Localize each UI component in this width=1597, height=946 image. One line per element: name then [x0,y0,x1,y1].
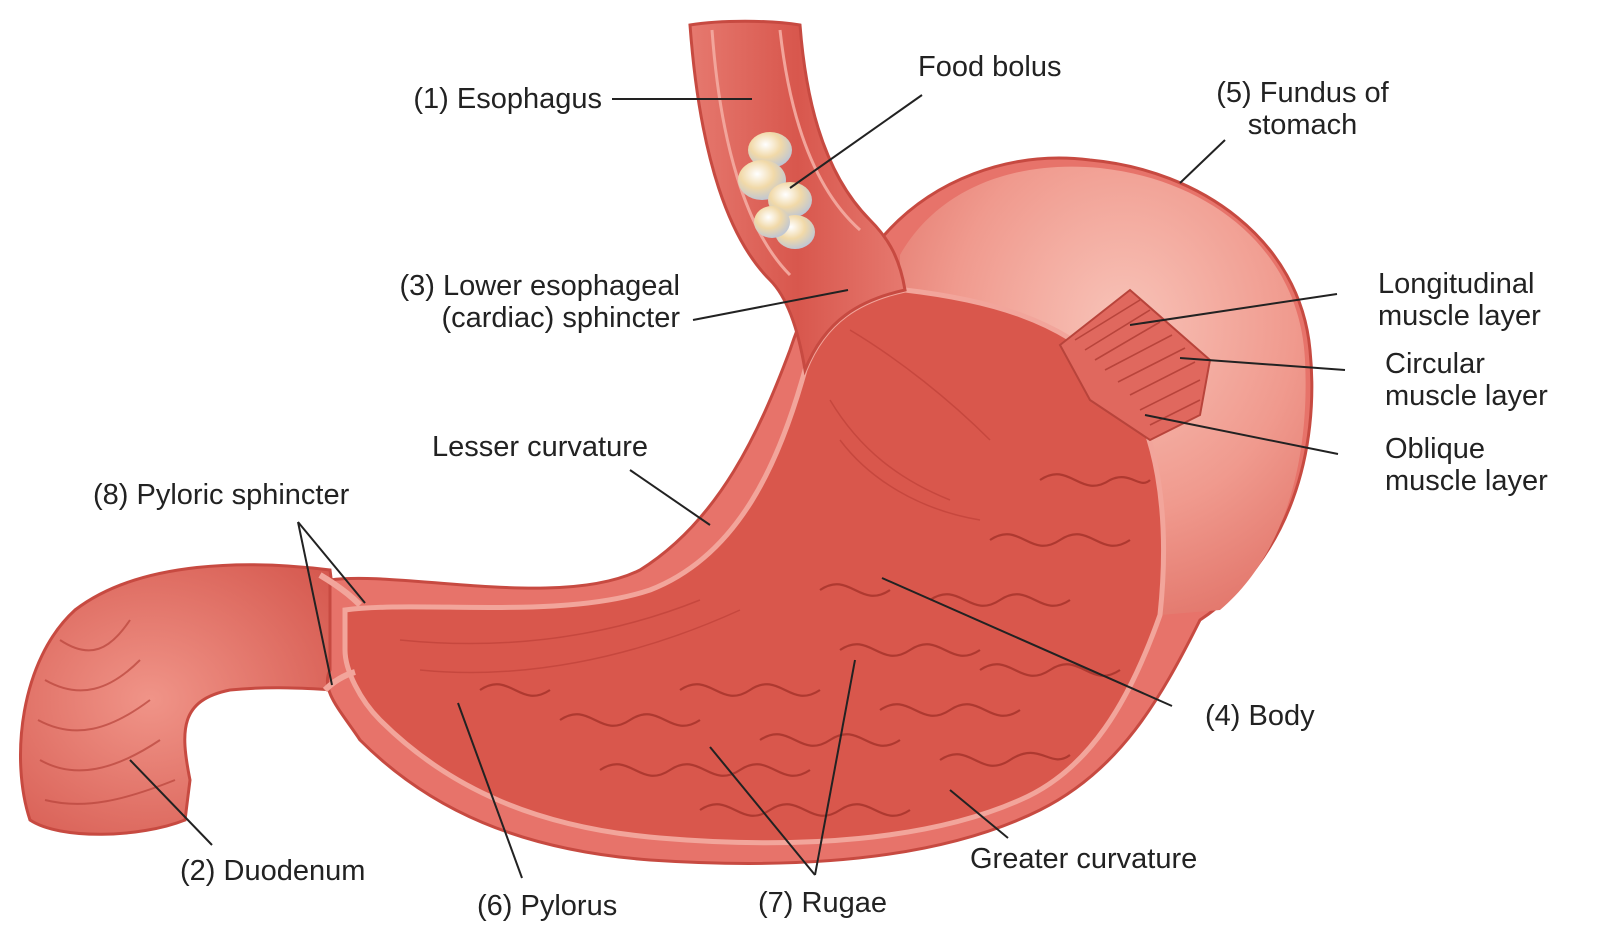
label-food-bolus: Food bolus [918,51,1062,83]
label-circular-line1: Circular [1385,348,1485,380]
label-greater-curvature: Greater curvature [970,843,1197,875]
label-oblique-line1: Oblique [1385,433,1485,465]
label-body: (4) Body [1205,700,1315,732]
label-esophagus: (1) Esophagus [340,83,602,115]
label-longitudinal-line2: muscle layer [1378,300,1541,332]
label-circular-line2: muscle layer [1385,380,1548,412]
label-longitudinal-line1: Longitudinal [1378,268,1534,300]
label-rugae: (7) Rugae [758,887,887,919]
label-les-line2: (cardiac) sphincter [300,302,680,334]
stomach-interior [345,290,1163,843]
label-les-line1: (3) Lower esophageal [300,270,680,302]
label-duodenum: (2) Duodenum [180,855,365,887]
label-oblique-line2: muscle layer [1385,465,1548,497]
label-fundus-line1: (5) Fundus of [1190,77,1415,109]
label-pylorus: (6) Pylorus [477,890,617,922]
label-pyloric-sphincter: (8) Pyloric sphincter [93,479,349,511]
label-lesser-curvature: Lesser curvature [432,431,648,463]
duodenum-shape [20,565,345,834]
label-fundus-line2: stomach [1190,109,1415,141]
